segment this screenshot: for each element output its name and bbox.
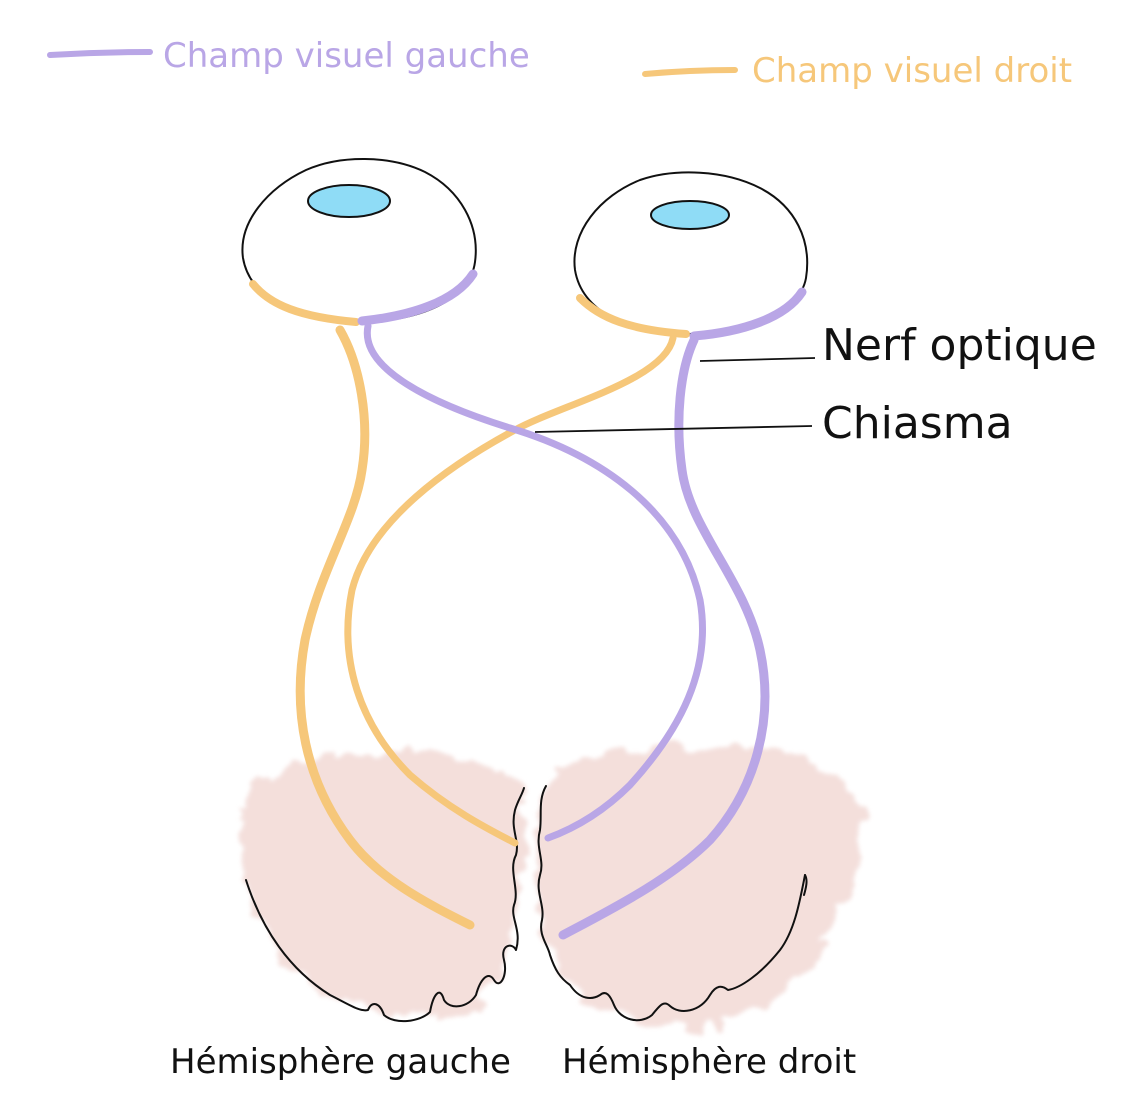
right-eyeball-outline [573,171,809,336]
right-hemisphere-outline [537,785,806,1022]
left-retina-nasal-left-field [357,269,478,326]
right-retina-temporal-left-field [689,287,807,341]
left-eye [241,158,478,326]
pathway-right-eye-nasal-crossed [344,334,677,847]
leader-lines [534,357,816,433]
right-hemisphere-outer-tick [803,874,808,896]
chiasm-label: Chiasma [822,398,1013,449]
left-pupil [307,184,391,218]
left-retina-temporal-right-field [249,280,360,326]
left-hemisphere-outline [245,787,525,1023]
right-eye [573,171,809,341]
optic-pathways [295,322,770,940]
pathway-left-eye-temporal-uncrossed [295,325,475,930]
left-field-legend-label: Champ visuel gauche [163,36,530,76]
optic-nerve-leader-line [699,357,816,362]
hemisphere-shading [241,747,862,1028]
hemisphere-outlines [245,785,808,1023]
pathway-right-eye-temporal-uncrossed [558,335,770,940]
right-hemisphere-shading [535,747,862,1028]
legend-item-left-field: Champ visuel gauche [47,36,530,76]
left-hemisphere-shading [241,750,526,1015]
chiasm-leader-line [534,425,813,433]
optic-nerve-label: Nerf optique [822,320,1097,371]
legend: Champ visuel gauche Champ visuel droit [47,36,1072,91]
pathway-left-eye-nasal-crossed [363,322,707,842]
legend-item-right-field: Champ visuel droit [642,51,1072,91]
left-field-legend-swatch [47,49,153,58]
right-pupil [650,200,730,230]
left-hemisphere-label: Hémisphère gauche [170,1042,511,1082]
right-retina-nasal-right-field [576,294,690,338]
right-field-legend-label: Champ visuel droit [752,51,1072,91]
right-hemisphere-label: Hémisphère droit [562,1042,856,1082]
right-field-legend-swatch [642,67,738,77]
